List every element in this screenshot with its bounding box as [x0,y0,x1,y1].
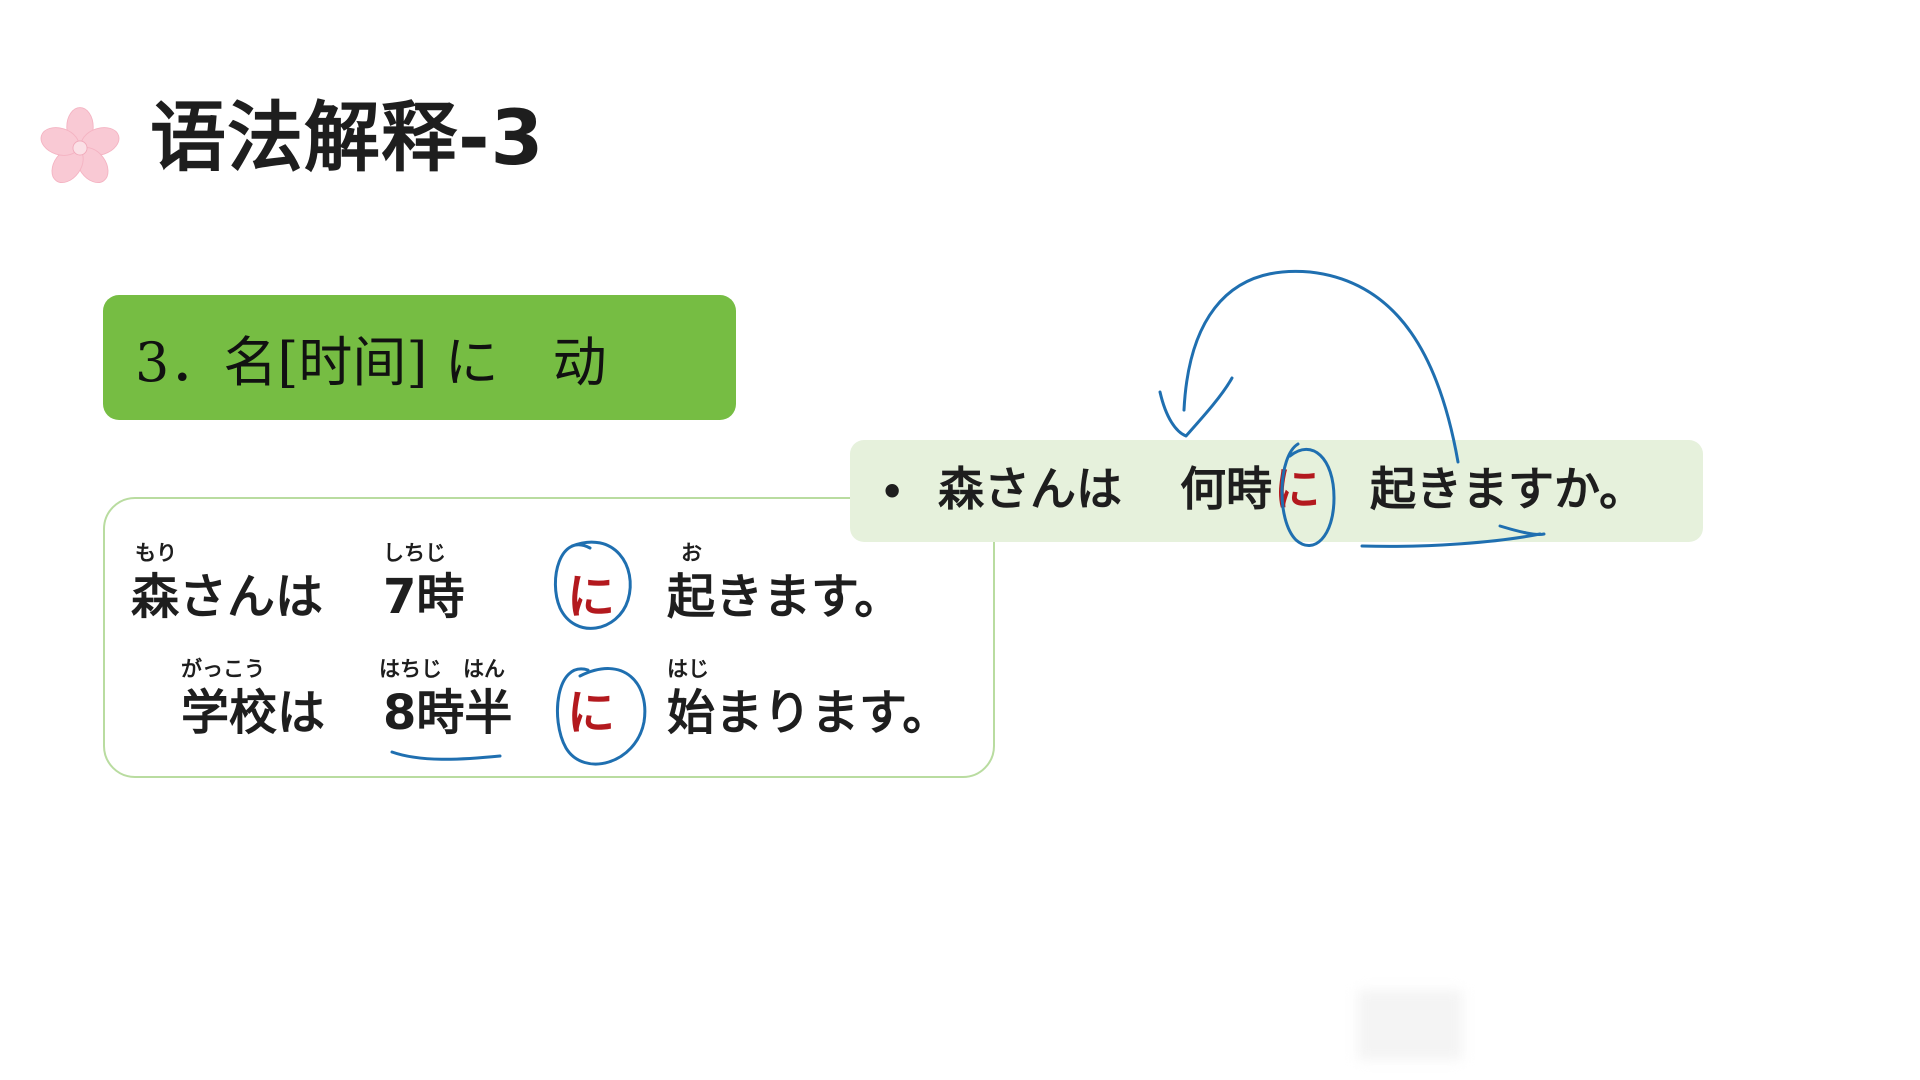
example-2-subject-text: 学校は [181,685,326,741]
question-time: 何時 [1180,462,1272,516]
sakura-icon [40,107,120,184]
question-particle: に [1274,462,1320,516]
example-1-subject-ruby: もり [135,541,177,565]
example-2-time-text: 8時半 [383,685,513,741]
example-1-verb-ruby: お [681,541,702,565]
example-1-time-text: 7時 [383,569,465,625]
question-example-box: • 森さんは 何時 に 起きますか。 [850,440,1703,542]
arrowhead-annotation [1158,376,1234,438]
example-2-particle: に [567,685,616,741]
example-2-verb-text: 始まります。 [667,685,951,741]
question-verb: 起きますか。 [1370,462,1646,516]
example-2-time-ruby: はちじ はん [379,657,505,681]
faint-watermark-smudge [1358,990,1462,1060]
grammar-pattern-banner: 3．名[时间] に 动 [103,295,736,420]
question-subject: 森さんは [938,462,1122,516]
example-2-subject-ruby: がっこう [181,657,265,681]
arc-arrow-annotation [1182,269,1460,464]
example-1-verb-text: 起きます。 [667,569,903,625]
example-sentences-box: もり 森さんは しちじ 7時 に お 起きます。 がっこう 学校は はちじ はん… [103,497,995,778]
example-1-subject-text: 森さんは [131,569,324,625]
example-1-particle: に [567,569,616,625]
bullet-point: • [880,470,905,514]
grammar-pattern-text: 3．名[时间] に 动 [135,331,607,394]
example-2-verb-ruby: はじ [667,657,709,681]
example-1-time-ruby: しちじ [383,541,446,565]
slide-title: 语法解释-3 [150,93,545,182]
